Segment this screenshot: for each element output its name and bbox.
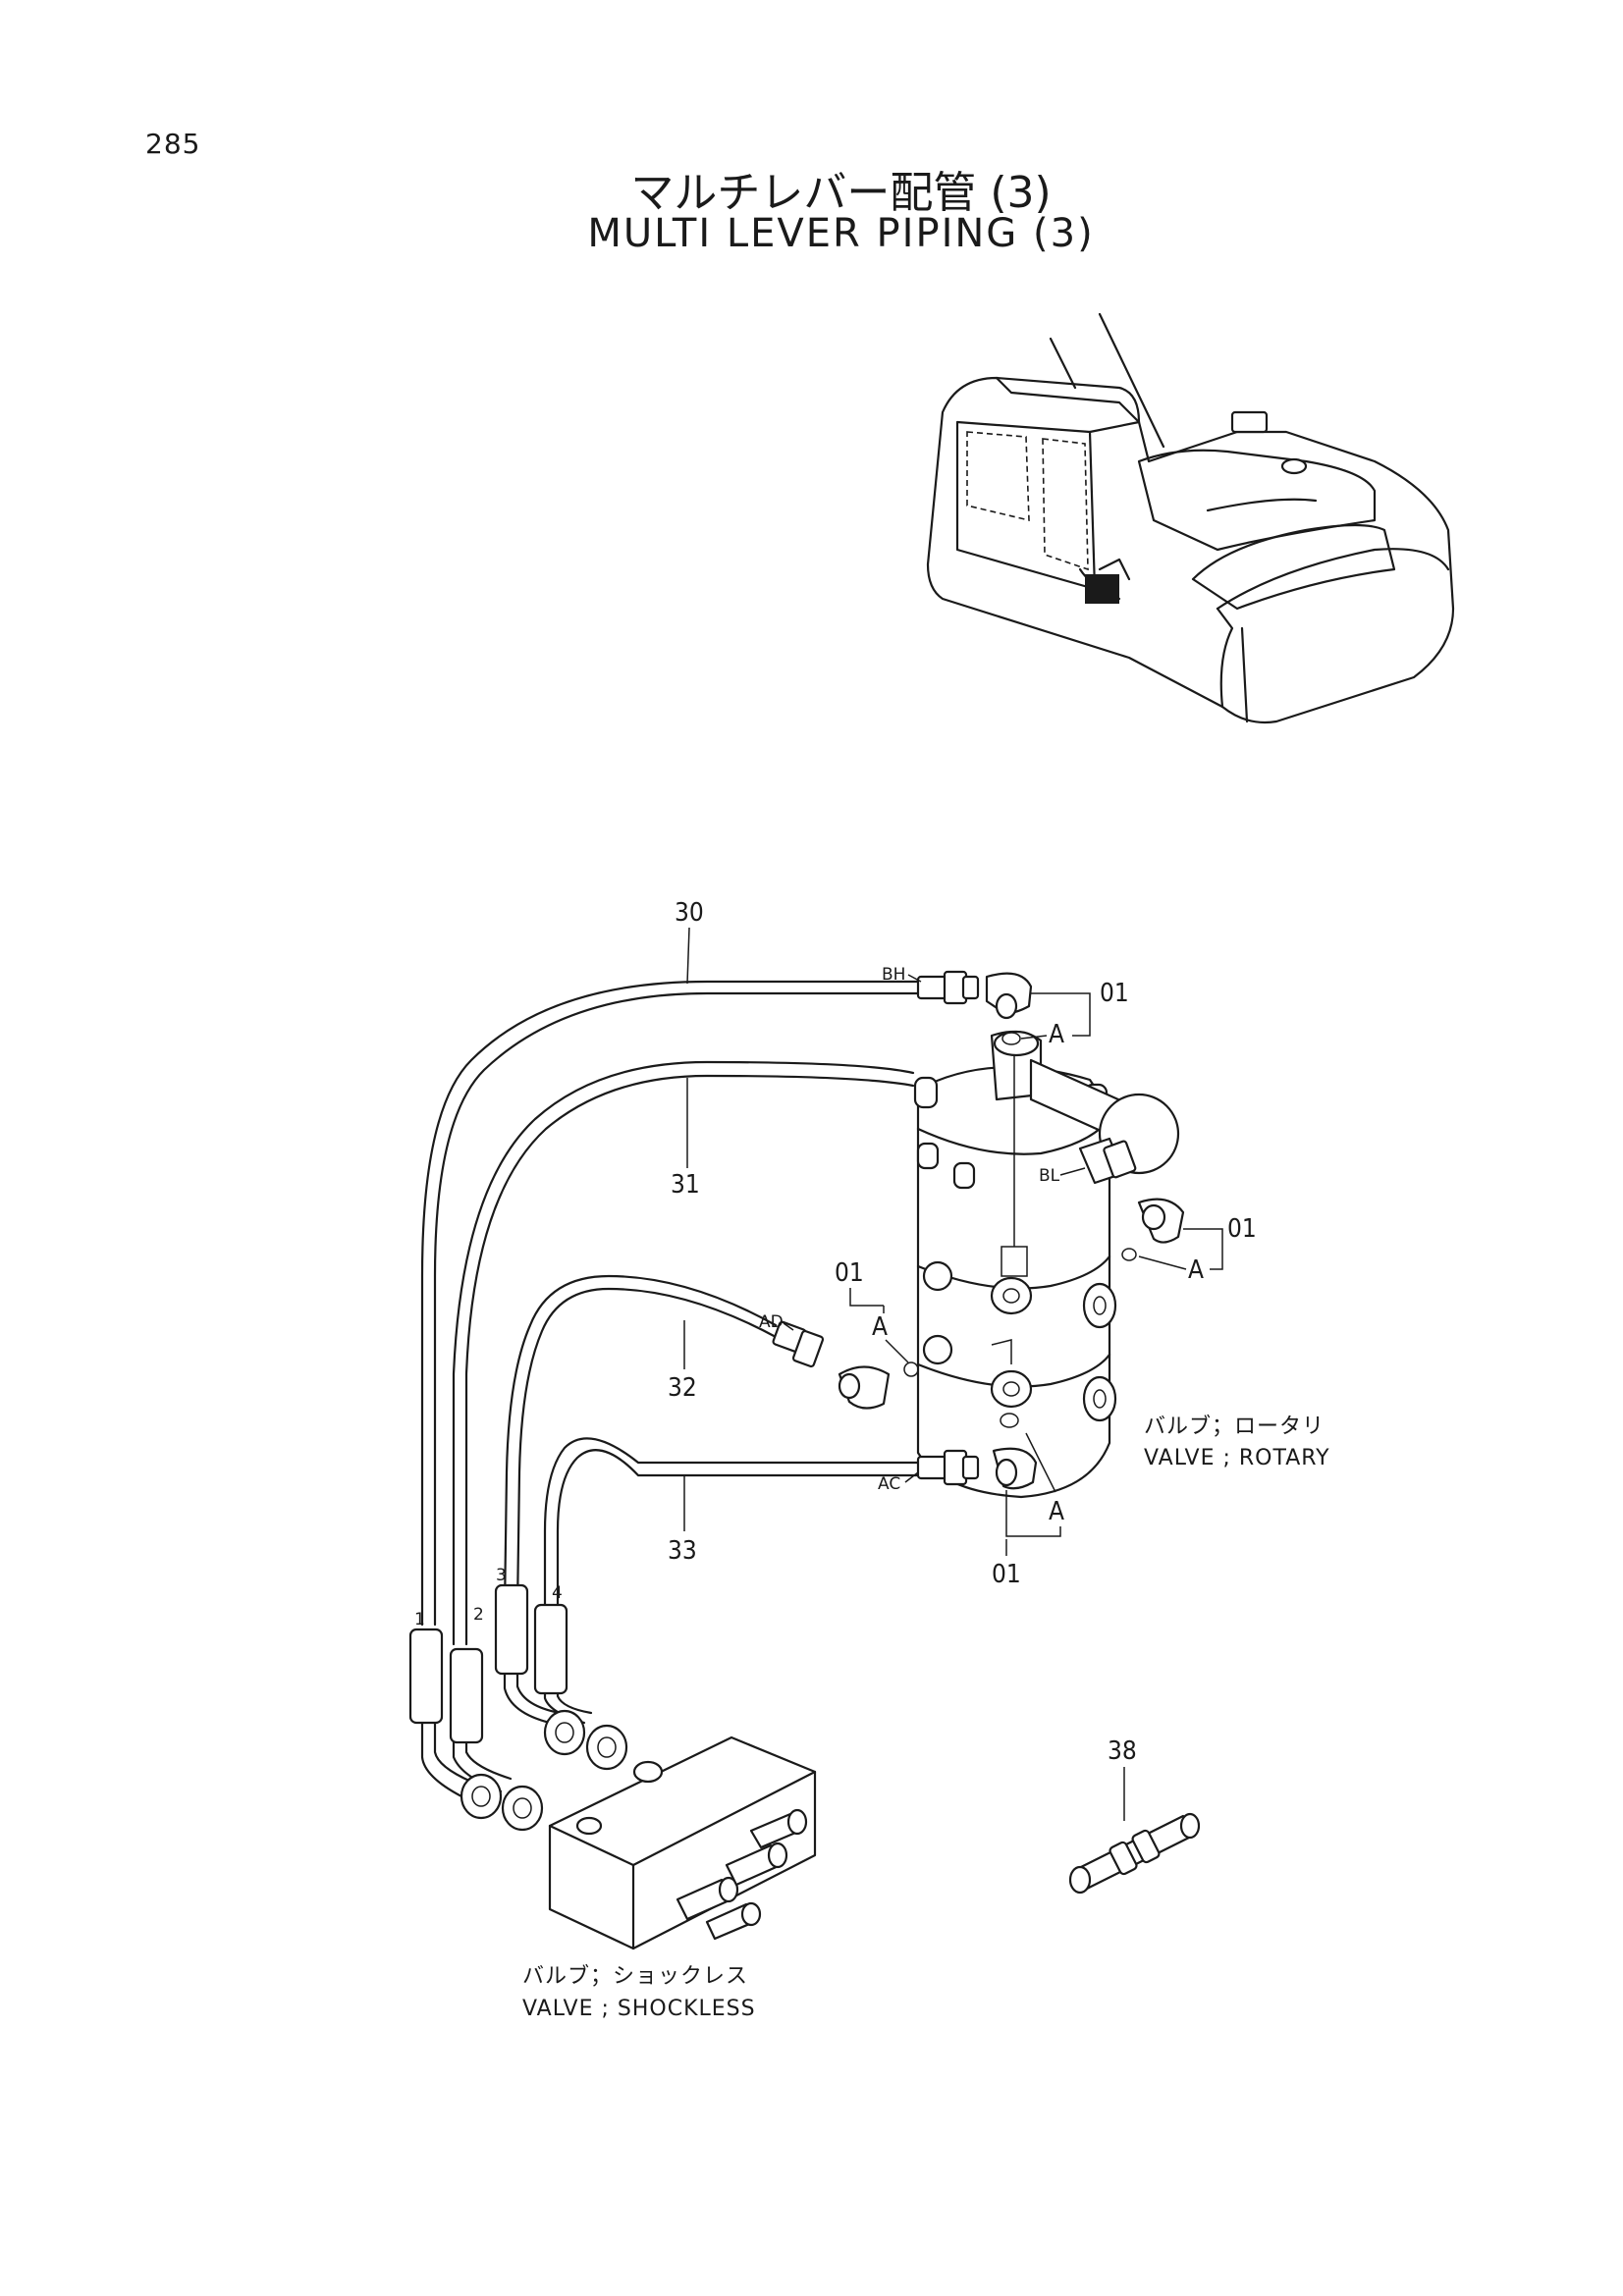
hose-end-3-label: 3 — [496, 1566, 507, 1585]
labels: 30 31 32 33 BH BL AD AC 01 A 01 A 01 A — [414, 898, 1257, 1821]
o-rings — [903, 1032, 1137, 1428]
hose-end-4-label: 4 — [552, 1583, 563, 1603]
port-bl-label: BL — [1039, 1166, 1060, 1186]
rotary-valve-label-en: VALVE ; ROTARY — [1144, 1446, 1330, 1470]
part-38-label: 38 — [1108, 1736, 1137, 1766]
part-01-mid-right-label: 01 — [1227, 1214, 1257, 1244]
part-31-label: 31 — [671, 1170, 700, 1200]
detail-a3-label: A — [872, 1312, 888, 1342]
shockless-valve — [548, 1735, 817, 1950]
fitting-ad — [772, 1320, 891, 1410]
hose-31 — [452, 1060, 915, 1646]
fitting-ac — [916, 1447, 1038, 1490]
port-ac-label: AC — [878, 1474, 900, 1494]
shockless-valve-label-en: VALVE ; SHOCKLESS — [522, 1997, 756, 2021]
hose-33 — [543, 1437, 920, 1627]
rotary-valve — [913, 1030, 1180, 1499]
port-ad-label: AD — [759, 1312, 784, 1332]
hose-30 — [420, 980, 925, 1627]
part-01-bottom-label: 01 — [992, 1560, 1021, 1589]
part-33-label: 33 — [668, 1536, 697, 1566]
detail-a1-label: A — [1049, 1020, 1064, 1049]
part-38-connector — [1068, 1812, 1201, 1895]
part-01-mid-left-label: 01 — [835, 1258, 864, 1288]
title-japanese: マルチレバー配管 (3) — [630, 168, 1052, 218]
hose-end-1-label: 1 — [414, 1610, 425, 1629]
shockless-valve-label-jp: バルブ；ショックレス — [522, 1964, 748, 1989]
fitting-bh — [916, 970, 1033, 1020]
excavator-overview — [926, 312, 1455, 724]
hose-end-2-label: 2 — [473, 1605, 484, 1625]
part-30-label: 30 — [675, 898, 704, 928]
hose-32 — [503, 1274, 780, 1612]
rotary-valve-label-jp: バルブ；ロータリ — [1144, 1415, 1325, 1439]
title-english: MULTI LEVER PIPING (3) — [587, 211, 1095, 256]
detail-a2-label: A — [1188, 1255, 1204, 1285]
fitting-bl — [1078, 1137, 1185, 1244]
hose-lower-ends — [408, 1583, 628, 1832]
part-01-top-label: 01 — [1100, 979, 1129, 1008]
part-32-label: 32 — [668, 1373, 697, 1403]
detail-a4-label: A — [1049, 1497, 1064, 1526]
page-number: 285 — [145, 128, 201, 160]
port-bh-label: BH — [882, 965, 905, 985]
